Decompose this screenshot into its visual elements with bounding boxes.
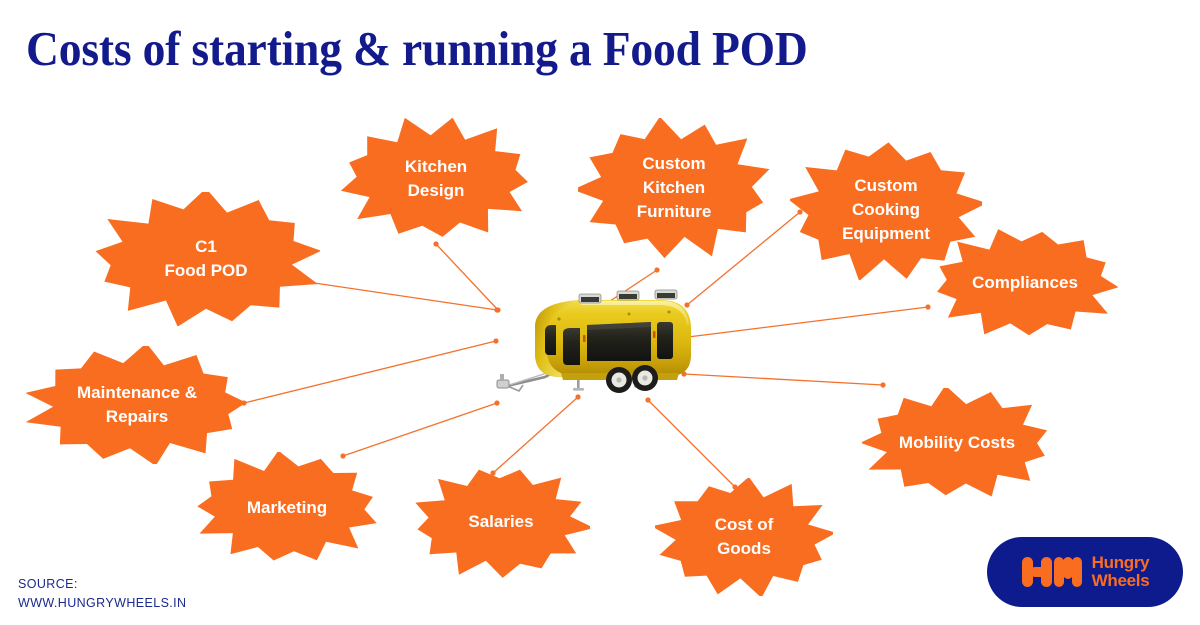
starburst-shape [95, 192, 320, 326]
starburst-shape [415, 469, 590, 578]
starburst-maintenance-repairs[interactable]: Maintenance & Repairs [26, 346, 248, 464]
page-title: Costs of starting & running a Food POD [26, 21, 808, 76]
logo-wordmark: Hungry Wheels [1092, 554, 1150, 590]
starburst-shape [26, 346, 247, 464]
starburst-shape [578, 118, 770, 258]
logo-word-wheels: Wheels [1091, 571, 1150, 590]
hw-monogram-icon [1021, 557, 1082, 587]
starburst-shape [937, 229, 1118, 336]
source-label: SOURCE: [18, 577, 78, 591]
starburst-c1-food-pod[interactable]: C1 Food POD [92, 192, 320, 326]
starburst-salaries[interactable]: Salaries [412, 466, 590, 578]
starburst-kitchen-design[interactable]: Kitchen Design [340, 118, 532, 240]
connector-mobility-costs [681, 371, 886, 388]
starburst-compliances[interactable]: Compliances [932, 228, 1118, 338]
starburst-shape [655, 478, 833, 596]
logo-word-hungry: Hungry [1091, 553, 1150, 572]
starburst-mobility-costs[interactable]: Mobility Costs [862, 388, 1052, 498]
connector-marketing [340, 400, 500, 459]
starburst-shape [862, 388, 1048, 497]
starburst-shape [197, 452, 377, 561]
hungry-wheels-logo[interactable]: Hungry Wheels [987, 537, 1183, 607]
source-credit: SOURCE: WWW.HUNGRYWHEELS.IN [18, 575, 186, 613]
starburst-shape [340, 118, 528, 237]
connector-custom-cooking-equipment [684, 209, 803, 308]
starburst-shape [790, 142, 982, 280]
starburst-custom-kitchen-furniture[interactable]: Custom Kitchen Furniture [578, 118, 770, 258]
starburst-marketing[interactable]: Marketing [194, 452, 380, 564]
source-url: WWW.HUNGRYWHEELS.IN [18, 596, 187, 610]
food-pod-trailer [483, 281, 699, 409]
starburst-cost-of-goods[interactable]: Cost of Goods [655, 478, 833, 596]
connector-salaries [490, 394, 581, 476]
